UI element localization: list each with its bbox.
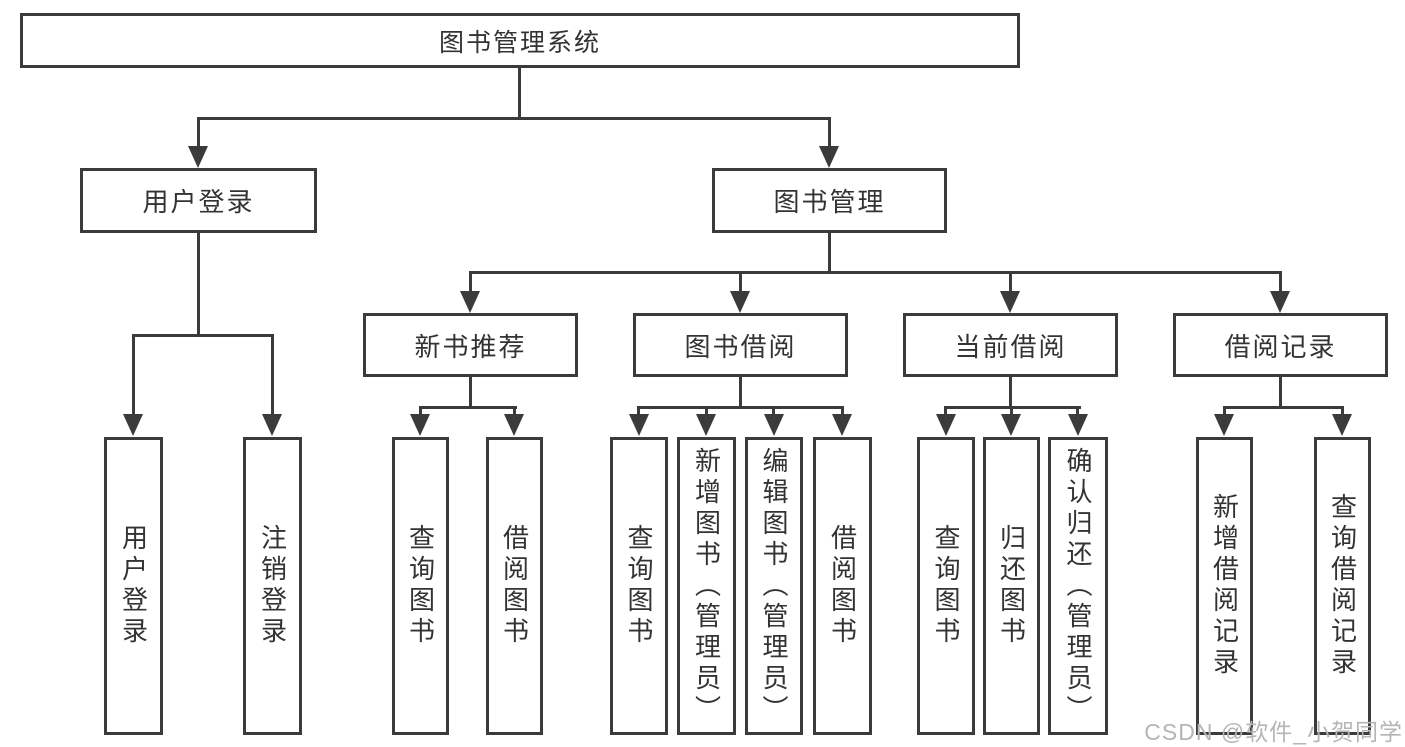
connector-line xyxy=(637,406,844,409)
connector-line xyxy=(1009,271,1012,292)
connector-line xyxy=(419,406,422,418)
node-library-management-system: 图书管理系统 xyxy=(20,13,1020,68)
connector-line xyxy=(469,271,1282,274)
arrow-down-icon xyxy=(1068,414,1088,436)
connector-line xyxy=(739,375,742,408)
node-current-borrowing: 当前借阅 xyxy=(903,313,1118,377)
leaf-user-login: 用户登录 xyxy=(104,437,163,735)
connector-line xyxy=(705,406,708,418)
arrow-down-icon xyxy=(832,414,852,436)
connector-line xyxy=(637,406,640,418)
connector-line xyxy=(1279,375,1282,408)
connector-line xyxy=(1010,406,1013,418)
arrow-down-icon xyxy=(764,414,784,436)
connector-line xyxy=(197,117,200,148)
leaf-label: 用户登录 xyxy=(118,524,149,648)
arrow-down-icon xyxy=(696,414,716,436)
connector-line xyxy=(271,334,274,418)
leaf-confirm-return-admin: 确认归还（管理员） xyxy=(1048,437,1108,735)
connector-line xyxy=(197,232,200,336)
leaf-label: 查询图书 xyxy=(624,524,654,648)
arrow-down-icon xyxy=(730,291,750,313)
arrow-down-icon xyxy=(936,414,956,436)
leaf-label: 新增图书（管理员） xyxy=(691,446,722,726)
leaf-query-books-borrowing: 查询图书 xyxy=(610,437,668,735)
connector-line xyxy=(1341,406,1344,418)
connector-line xyxy=(1223,406,1344,409)
node-new-book-recommendation: 新书推荐 xyxy=(363,313,578,377)
node-book-management: 图书管理 xyxy=(712,168,947,233)
leaf-label: 新增借阅记录 xyxy=(1209,493,1240,679)
connector-line xyxy=(419,406,517,409)
connector-line xyxy=(841,406,844,418)
leaf-label: 查询借阅记录 xyxy=(1327,493,1358,679)
arrow-down-icon xyxy=(1270,291,1290,313)
arrow-down-icon xyxy=(1001,414,1021,436)
leaf-label: 借阅图书 xyxy=(499,524,530,648)
connector-line xyxy=(772,406,775,418)
connector-line xyxy=(132,334,274,337)
connector-line xyxy=(739,271,742,292)
arrow-down-icon xyxy=(1332,414,1352,436)
leaf-label: 确认归还（管理员） xyxy=(1063,446,1093,726)
node-user-login: 用户登录 xyxy=(80,168,317,233)
leaf-query-books-recommend: 查询图书 xyxy=(392,437,449,735)
connector-line xyxy=(197,117,831,120)
arrow-down-icon xyxy=(460,291,480,313)
arrow-down-icon xyxy=(819,146,839,168)
leaf-return-books: 归还图书 xyxy=(983,437,1040,735)
leaf-add-books-admin: 新增图书（管理员） xyxy=(677,437,736,735)
leaf-label: 查询图书 xyxy=(405,524,436,648)
leaf-logout: 注销登录 xyxy=(243,437,302,735)
leaf-borrow-books-borrowing: 借阅图书 xyxy=(813,437,872,735)
arrow-down-icon xyxy=(123,414,143,436)
leaf-edit-books-admin: 编辑图书（管理员） xyxy=(745,437,803,735)
connector-line xyxy=(132,334,135,418)
connector-line xyxy=(944,406,947,418)
node-borrowing-records: 借阅记录 xyxy=(1173,313,1388,377)
arrow-down-icon xyxy=(262,414,282,436)
leaf-label: 查询图书 xyxy=(931,524,961,648)
connector-line xyxy=(518,66,521,119)
connector-line xyxy=(1009,375,1012,408)
csdn-watermark: CSDN @软件_小贺同学 xyxy=(1144,719,1403,745)
arrow-down-icon xyxy=(629,414,649,436)
connector-line xyxy=(469,271,472,292)
connector-line xyxy=(1076,406,1079,418)
arrow-down-icon xyxy=(504,414,524,436)
leaf-add-borrow-record: 新增借阅记录 xyxy=(1196,437,1253,735)
connector-line xyxy=(828,117,831,148)
node-book-borrowing: 图书借阅 xyxy=(633,313,848,377)
leaf-borrow-books-recommend: 借阅图书 xyxy=(486,437,543,735)
leaf-query-borrow-record: 查询借阅记录 xyxy=(1314,437,1371,735)
arrow-down-icon xyxy=(1214,414,1234,436)
arrow-down-icon xyxy=(188,146,208,168)
leaf-label: 借阅图书 xyxy=(827,524,858,648)
leaf-query-books-current: 查询图书 xyxy=(917,437,975,735)
arrow-down-icon xyxy=(410,414,430,436)
connector-line xyxy=(1223,406,1226,418)
leaf-label: 注销登录 xyxy=(257,524,288,648)
connector-line xyxy=(469,375,472,408)
connector-line xyxy=(1279,271,1282,292)
leaf-label: 编辑图书（管理员） xyxy=(759,446,789,726)
connector-line xyxy=(828,232,831,273)
arrow-down-icon xyxy=(1000,291,1020,313)
connector-line xyxy=(513,406,516,418)
leaf-label: 归还图书 xyxy=(996,524,1027,648)
